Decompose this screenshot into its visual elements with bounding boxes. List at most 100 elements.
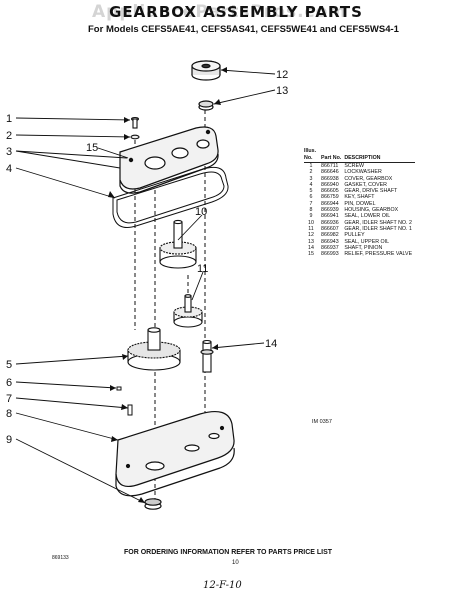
leader-line-3 [15,150,128,159]
arrowhead-9 [138,497,145,503]
description-cell: SHAFT, PINION [344,244,383,251]
arrowhead-8 [111,436,118,442]
table-row: 12 866982 PULLEY [304,232,415,238]
callout-7: 7 [6,393,12,405]
part-no-cell: 866940 [321,181,339,188]
callout-2: 2 [6,130,12,142]
cover-gasket-part [112,166,229,228]
part-no-cell: 866759 [321,194,339,201]
illus-no-cell: 1 [309,163,313,169]
arrowhead-6 [110,385,116,391]
part-no-cell: 866941 [321,213,339,220]
drive-shaft-gear-part [127,327,181,371]
callout-15: 15 [86,142,98,154]
arrowhead-14 [212,344,218,350]
col-illus-no: Illus. No. [304,148,321,163]
part-no-cell: 866982 [321,232,339,239]
description-cell: PULLEY [344,232,365,239]
part-no-cell: 866939 [321,207,339,214]
leader-line-2 [15,134,131,138]
description-cell: SEAL, LOWER OIL [344,213,391,220]
leader-line-13 [213,89,276,105]
illus-no-cell: 4 [309,181,313,188]
arrowhead-5 [122,354,128,360]
doc-number: 869133 [52,555,69,561]
illus-no-cell: 14 [308,244,314,251]
arrowhead-12 [221,67,227,73]
description-cell: COVER, GEARBOX [344,175,393,182]
callout-3: 3 [6,146,12,158]
arrowhead-1 [124,117,130,123]
leader-line-10 [177,214,203,241]
upper-oil-seal-part [198,100,214,111]
callout-12: 12 [276,69,288,81]
callout-8: 8 [6,408,12,420]
callout-4: 4 [6,163,12,175]
part-no-cell: 866938 [321,175,339,182]
part-no-cell: 866605 [321,188,339,195]
leader-line-14 [211,342,265,349]
leader-line-9 [15,438,146,504]
callout-13: 13 [276,85,288,97]
arrowhead-7 [121,404,128,410]
leader-line-15 [97,147,129,159]
callout-1: 1 [6,113,12,125]
description-cell: GASKET, COVER [344,181,387,188]
description-cell: GEAR, IDLER SHAFT NO. 2 [344,219,412,226]
callout-14: 14 [265,338,277,350]
illus-no-cell: 2 [309,169,313,176]
leader-line-1 [15,117,131,121]
callout-10: 10 [195,206,207,218]
table-row: 9 866941 SEAL, LOWER OIL [304,213,415,219]
part-no-cell: 866646 [321,169,339,176]
illus-no-cell: 9 [309,213,313,220]
table-row: 15 866993 RELIEF, PRESSURE VALVE [304,251,415,257]
pulley-part [191,60,221,81]
arrowhead-13 [214,99,221,105]
arrowhead-4 [108,191,115,198]
pinion-shaft-part [200,339,214,373]
leader-line-12 [220,69,276,75]
illus-no-cell: 6 [309,194,313,201]
description-cell: SEAL, UPPER OIL [344,238,390,245]
illus-no-cell: 3 [309,175,313,182]
leader-line-6 [15,381,117,389]
illus-no-cell: 7 [309,200,313,207]
handwritten-note: 12-F-10 [203,580,242,591]
description-cell: SCREW [344,163,365,169]
part-no-cell: 866993 [321,251,339,258]
arrowhead-2 [124,134,130,140]
description-cell: PIN, DOWEL [344,200,376,207]
page-subtitle: For Models CEFS5AE41, CEFS5AS41, CEFS5WE… [88,24,399,35]
watermark-text: AppliancePartsPros.com [92,2,348,22]
illus-no-cell: 15 [308,251,314,258]
leader-line-5 [15,355,129,365]
page-number: 10 [232,560,239,566]
leader-line-7 [15,397,129,409]
illus-no-cell: 8 [309,207,313,214]
drawing-code: IM 0357 [312,419,332,425]
part-no-cell: 866936 [321,219,339,226]
lower-oil-seal-part [144,498,162,510]
idler-gear-2-part [159,219,197,269]
ordering-note: FOR ORDERING INFORMATION REFER TO PARTS … [124,549,333,556]
illus-no-cell: 12 [308,232,314,239]
part-no-cell: 866607 [321,225,339,232]
illus-no-cell: 13 [308,238,314,245]
gearbox-housing-part [115,411,235,497]
parts-table-header: Illus. No. Part No. DESCRIPTION [304,148,416,163]
table-row: 3 866938 COVER, GEARBOX [304,176,415,182]
screw-part [130,116,140,140]
description-cell: RELIEF, PRESSURE VALVE [344,251,413,258]
idler-gear-1-part [173,294,203,328]
callout-6: 6 [6,377,12,389]
leader-line-8 [15,412,119,441]
